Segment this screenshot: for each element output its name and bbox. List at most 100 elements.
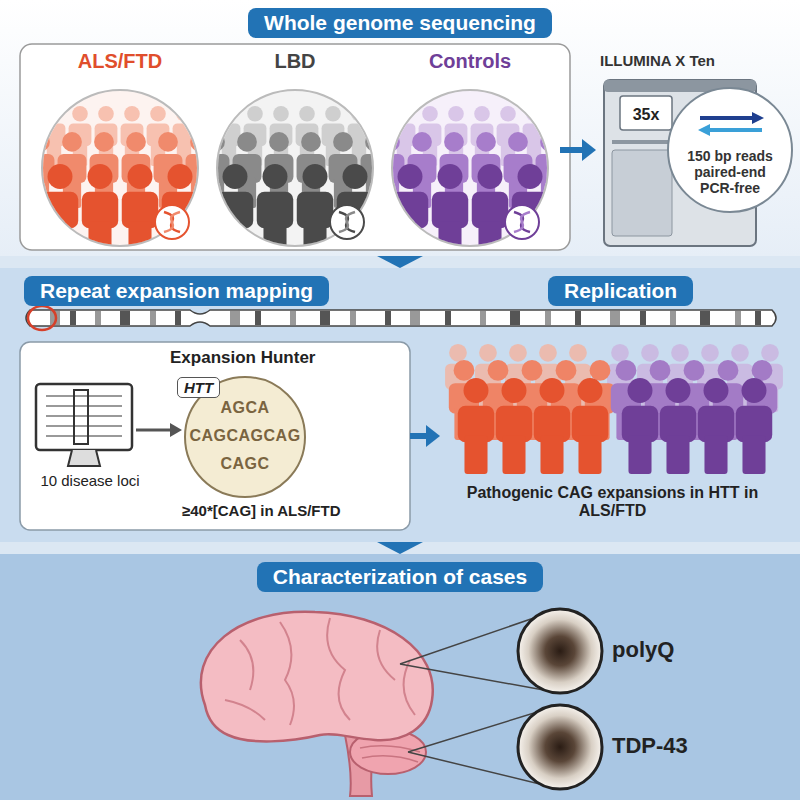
- figure-part: [72, 106, 88, 122]
- figure-part: [48, 164, 73, 189]
- figure-part: [42, 192, 78, 228]
- figure-part: [299, 106, 315, 122]
- figure-part: [303, 222, 326, 260]
- figure-part: [155, 205, 189, 239]
- figure-part: [578, 378, 603, 403]
- figure-part: [628, 378, 653, 403]
- figure-part: [158, 132, 178, 152]
- figure-part: [273, 106, 289, 122]
- person-figure: [122, 164, 158, 260]
- figure-part: [150, 106, 166, 122]
- figure-part: [301, 132, 321, 152]
- cohort: Controls: [380, 50, 560, 250]
- repeat-text: CAGCAGCAG: [185, 427, 305, 445]
- person-figure: [660, 378, 696, 474]
- person-figure: [549, 106, 572, 166]
- repeat-text: AGCA: [185, 399, 305, 417]
- figure-part: [205, 132, 225, 152]
- figure-part: [392, 192, 428, 228]
- figure-part: [552, 106, 568, 122]
- figure-part: [31, 178, 49, 208]
- figure-part: [98, 106, 114, 122]
- figure-part: [545, 311, 551, 325]
- group-label: ALS/FTD: [30, 50, 210, 73]
- panel: Characterization of casespolyQTDP-43: [0, 554, 800, 800]
- figure-part: [320, 311, 330, 325]
- figure-part: [365, 132, 385, 152]
- connector: [377, 542, 423, 554]
- figure-part: [410, 311, 420, 325]
- person-figure: [698, 378, 734, 474]
- figure-part: [539, 344, 557, 362]
- person-figure: [199, 106, 222, 166]
- figure-part: [448, 106, 464, 122]
- figure-part: [701, 344, 719, 362]
- group-label: LBD: [205, 50, 385, 73]
- figure-part: [541, 178, 559, 208]
- figure-part: [330, 205, 364, 239]
- figure-part: [374, 123, 397, 146]
- machine-label: ILLUMINA X Ten: [600, 52, 715, 69]
- figure-part: [192, 123, 215, 146]
- figure-part: [556, 360, 577, 381]
- figure-part: [339, 212, 355, 232]
- figure-part: [21, 142, 35, 166]
- figure-part: [70, 311, 76, 325]
- figure-part: [540, 378, 565, 403]
- histology-node: polyQ: [512, 606, 702, 696]
- figure-part: [325, 106, 341, 122]
- histology-circle: [518, 705, 602, 789]
- figure-part: [670, 311, 676, 325]
- figure-part: [569, 344, 587, 362]
- figure-part: [575, 311, 581, 325]
- figure-part: [480, 311, 486, 325]
- figure-part: [168, 164, 193, 189]
- figure-part: [449, 344, 467, 362]
- figure-part: [88, 164, 113, 189]
- person-figure: [367, 106, 390, 166]
- gene-tag: HTT: [177, 377, 220, 398]
- histology-circle: [518, 609, 602, 693]
- figure-part: [223, 222, 246, 260]
- panel: [0, 554, 800, 800]
- figure-part: [488, 360, 509, 381]
- figure-part: [509, 344, 527, 362]
- figure-part: [263, 164, 288, 189]
- figure-part: [590, 360, 611, 381]
- figure-part: [190, 132, 210, 152]
- cohort-circle: [217, 90, 373, 246]
- figure-part: [666, 436, 689, 474]
- figure-part: [755, 311, 761, 325]
- reads-label: 150 bp reads paired-end PCR-free: [680, 148, 780, 196]
- figure-part: [191, 178, 209, 208]
- figure-part: [17, 123, 40, 146]
- figure-part: [196, 142, 210, 166]
- figure-part: [371, 142, 385, 166]
- cohort-circle: [42, 90, 198, 246]
- figure-part: [343, 164, 368, 189]
- figure-part: [221, 106, 237, 122]
- figure-part: [333, 132, 353, 152]
- figure-part: [731, 344, 749, 362]
- person-figure: [458, 378, 494, 474]
- dna-icon: [155, 205, 189, 239]
- connector: [377, 256, 423, 268]
- figure-part: [478, 164, 503, 189]
- figure-part: [518, 164, 543, 189]
- crowd: [17, 106, 222, 260]
- figure-part: [195, 106, 211, 122]
- figure-part: [370, 106, 386, 122]
- sequencer: ILLUMINA X Ten35x: [596, 44, 760, 250]
- person-figure: [432, 164, 468, 260]
- cohort: LBD: [205, 50, 385, 250]
- person-figure: [534, 378, 570, 474]
- figure-part: [540, 436, 563, 474]
- figure-part: [255, 311, 261, 325]
- loci-label: 10 disease loci: [26, 472, 154, 489]
- figure-part: [479, 344, 497, 362]
- figure-part: [396, 106, 412, 122]
- cohort-circle: [392, 90, 548, 246]
- figure-part: [508, 132, 528, 152]
- figure-part: [522, 360, 543, 381]
- figure-part: [553, 142, 567, 166]
